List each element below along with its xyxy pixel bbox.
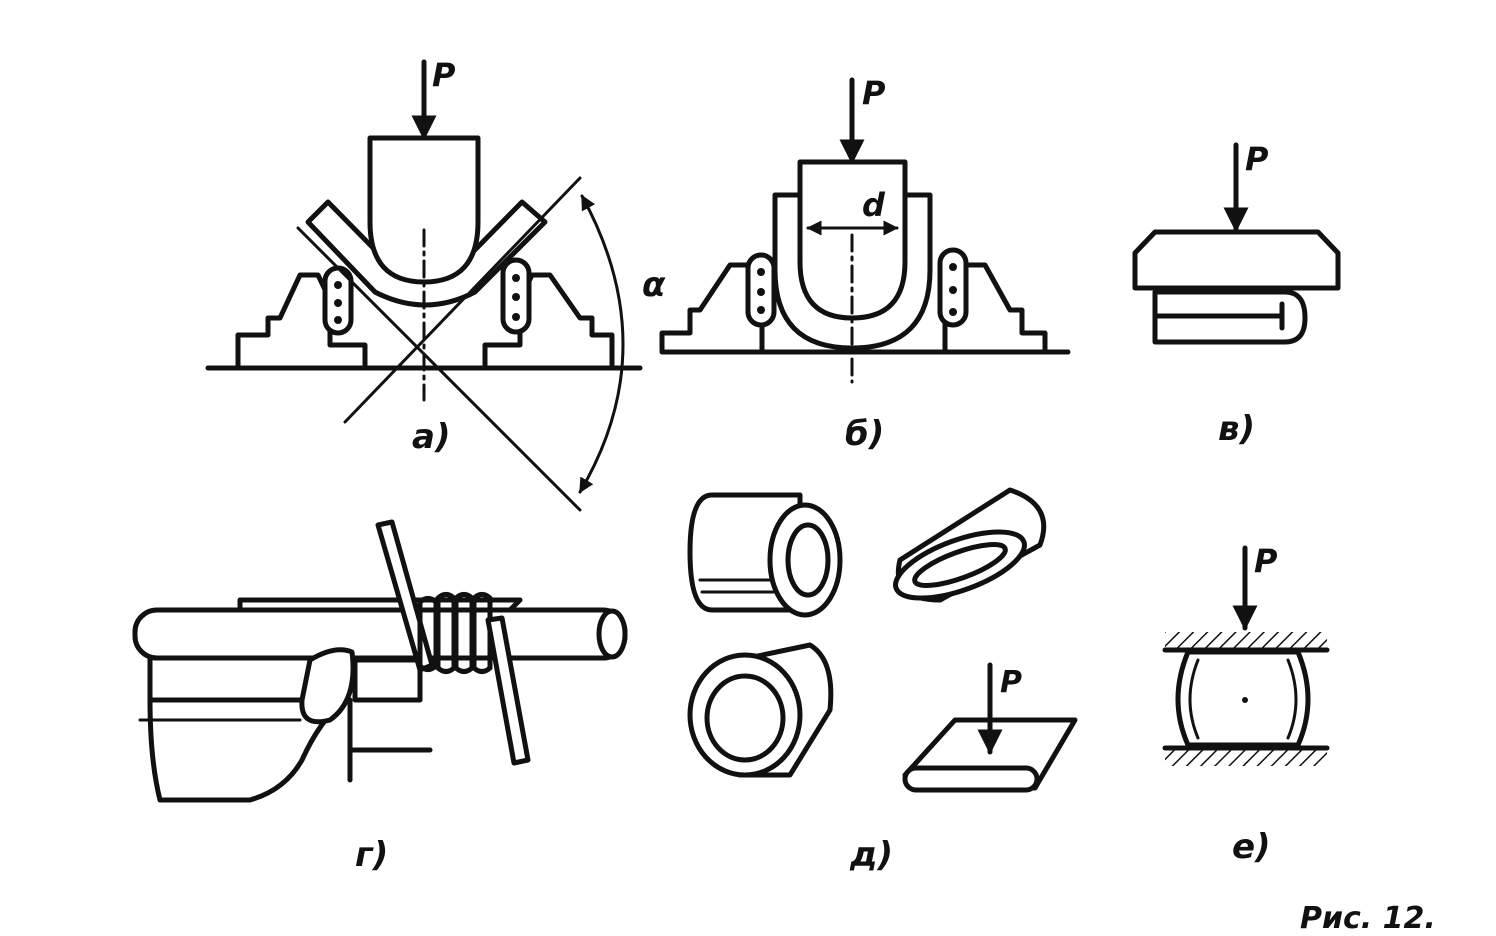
mandrel-end xyxy=(596,608,628,660)
tube-sample-1-shading xyxy=(698,578,777,594)
force-label: P xyxy=(862,74,886,112)
upper-plate-hatch xyxy=(1165,632,1327,648)
panel-d-tube-samples: P д) xyxy=(687,487,1078,875)
support-lines xyxy=(347,697,433,783)
tube-sample-3-bore xyxy=(704,673,786,763)
tube-inner-wall xyxy=(1188,658,1298,740)
die-right xyxy=(482,272,615,368)
panel-e-flattening: P е) xyxy=(1162,542,1330,867)
angle-line-1 xyxy=(296,226,582,512)
force-label: P xyxy=(1245,140,1269,178)
panel-label-e: е) xyxy=(1232,827,1271,867)
panel-v-hemming: P в) xyxy=(1132,140,1341,449)
diameter-label: d xyxy=(862,186,886,224)
panel-a-v-bending: P α а) xyxy=(205,56,666,512)
die-left xyxy=(235,272,368,368)
panel-label-d: д) xyxy=(849,835,893,875)
jaw-tip xyxy=(299,647,356,725)
lower-plate-hatch xyxy=(1165,750,1327,766)
panel-label-v: в) xyxy=(1218,409,1255,449)
angle-label: α xyxy=(642,265,666,305)
mandrel xyxy=(132,607,628,661)
tube-sample-2-bore xyxy=(912,542,1008,588)
angle-arc xyxy=(578,194,625,494)
panel-label-b: б) xyxy=(845,414,884,454)
wire-end xyxy=(485,615,531,766)
force-label: P xyxy=(1000,665,1022,700)
figure-caption: Рис. 12. xyxy=(1300,901,1436,936)
press-plate xyxy=(1132,229,1341,291)
tube-sample-1-bore xyxy=(785,522,831,598)
force-label: P xyxy=(432,56,456,94)
tube-sample-4-edge xyxy=(902,765,1040,793)
panel-b-u-bending: d P б) xyxy=(659,74,1071,454)
angle-line-2 xyxy=(343,176,582,424)
tube-sample-2-end xyxy=(893,529,1027,601)
tube-center xyxy=(1242,697,1248,703)
clamp-block xyxy=(352,657,423,703)
panel-g-winding: г) xyxy=(132,519,628,875)
panel-label-a: а) xyxy=(412,417,450,457)
panel-label-g: г) xyxy=(355,835,388,875)
force-label: P xyxy=(1254,542,1278,580)
coil-turn-4 xyxy=(471,592,493,674)
